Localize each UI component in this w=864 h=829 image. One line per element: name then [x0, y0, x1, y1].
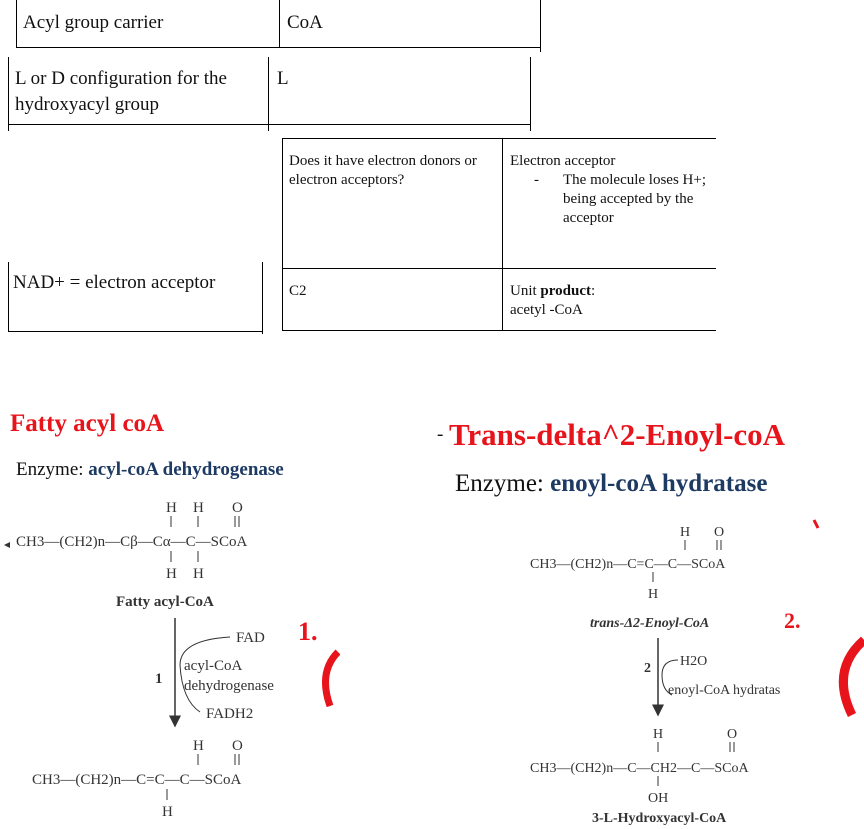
nad-text: NAD+ = electron acceptor: [13, 272, 216, 293]
table-border: [8, 331, 263, 332]
left-cofactor-in: FAD: [236, 630, 265, 646]
left-cofactor-out: FADH2: [206, 706, 253, 722]
left-enzyme-prefix: Enzyme:: [16, 459, 89, 480]
acyl-carrier-value: CoA: [287, 12, 323, 33]
left-step-number: 1: [155, 671, 163, 687]
atom-h: H: [648, 587, 658, 602]
right-bottom-name: 3-L-Hydroxyacyl-CoA: [592, 811, 727, 826]
right-enzyme-prefix: Enzyme:: [455, 470, 551, 497]
right-title: Trans-delta^2-Enoyl-coA: [449, 417, 786, 452]
atom-h: H: [193, 566, 204, 582]
right-top-formula: CH3—(CH2)n—C=C—C—SCoA: [530, 557, 726, 572]
right-reagent: H2O: [680, 654, 707, 669]
electron-question: Does it have electron donors or electron…: [289, 153, 477, 188]
unit-product-prefix: Unit: [510, 283, 541, 299]
left-reaction-diagram: H H O CH3—(CH2)n—Cβ—Cα—C—SCoA H H Fatty …: [4, 500, 340, 820]
table-border: [282, 138, 716, 139]
left-top-name: Fatty acyl-CoA: [116, 594, 214, 610]
left-top-formula: CH3—(CH2)n—Cβ—Cα—C—SCoA: [16, 534, 248, 550]
right-top-name: trans-Δ2-Enoyl-CoA: [590, 616, 709, 631]
electron-answer-title: Electron acceptor: [510, 153, 616, 169]
left-enzyme-line2: dehydrogenase: [184, 678, 274, 694]
table-border: [282, 138, 283, 331]
table-border: [8, 262, 9, 332]
right-step-number: 2: [644, 661, 651, 676]
atom-h: H: [162, 804, 173, 820]
table-border: [268, 57, 269, 131]
left-enzyme-line1: acyl-CoA: [184, 658, 242, 674]
unit-product-value: acetyl -CoA: [510, 302, 583, 318]
table-border: [279, 0, 280, 48]
table-border: [262, 262, 263, 334]
atom-oh: OH: [648, 791, 668, 806]
right-enzyme-name: enoyl-coA hydratase: [550, 470, 768, 497]
unit-product: Unit product:: [510, 282, 710, 301]
table-border: [530, 57, 531, 131]
red-mark: [812, 519, 820, 529]
unit-product-suffix: :: [591, 283, 596, 299]
table-border: [8, 57, 9, 131]
left-title: Fatty acyl coA: [10, 410, 165, 437]
right-enzyme: enoyl-CoA hydratas: [668, 683, 780, 698]
atom-o: O: [714, 525, 724, 540]
reagent-curve: [661, 659, 679, 696]
electron-bullet-text: The molecule loses H+; being accepted by…: [563, 172, 707, 226]
left-enzyme-name: acyl-coA dehydrogenase: [88, 459, 284, 480]
right-title-dash: -: [437, 424, 444, 445]
right-bottom-formula: CH3—(CH2)n—C—CH2—C—SCoA: [530, 761, 749, 776]
acyl-carrier-label: Acyl group carrier: [23, 12, 164, 33]
right-enzyme-line: Enzyme: enoyl-coA hydratase: [455, 470, 767, 498]
left-bottom-formula: CH3—(CH2)n—C=C—C—SCoA: [32, 772, 241, 788]
table-border: [8, 124, 531, 125]
atom-h: H: [680, 525, 690, 540]
atom-h: H: [653, 727, 663, 742]
red-mark: [322, 649, 340, 708]
atom-o: O: [727, 727, 737, 742]
atom-h: H: [166, 500, 177, 516]
atom-o: O: [232, 738, 243, 754]
table-border: [16, 0, 17, 48]
red-mark: [838, 636, 864, 717]
cofactor-curve: [179, 636, 231, 713]
atom-h: H: [166, 566, 177, 582]
right-reaction-diagram: H O CH3—(CH2)n—C=C—C—SCoA H trans-Δ2-Eno…: [530, 519, 864, 826]
left-marker-arrow: [4, 542, 10, 548]
table-border: [282, 268, 716, 269]
table-border: [282, 330, 716, 331]
table-border: [540, 0, 541, 52]
unit-product-bold: product: [540, 283, 591, 299]
right-annotation: 2.: [784, 608, 801, 633]
table-border: [16, 47, 541, 48]
c2-cell: C2: [289, 283, 307, 299]
atom-h: H: [193, 500, 204, 516]
configuration-label: L or D configuration for the hydroxyacyl…: [15, 68, 227, 115]
atom-o: O: [232, 500, 243, 516]
atom-h: H: [193, 738, 204, 754]
configuration-value: L: [277, 68, 289, 89]
bullet-dash: -: [534, 172, 539, 188]
table-border: [502, 138, 503, 331]
left-enzyme-line: Enzyme: acyl-coA dehydrogenase: [16, 459, 284, 481]
left-annotation: 1.: [298, 617, 318, 646]
